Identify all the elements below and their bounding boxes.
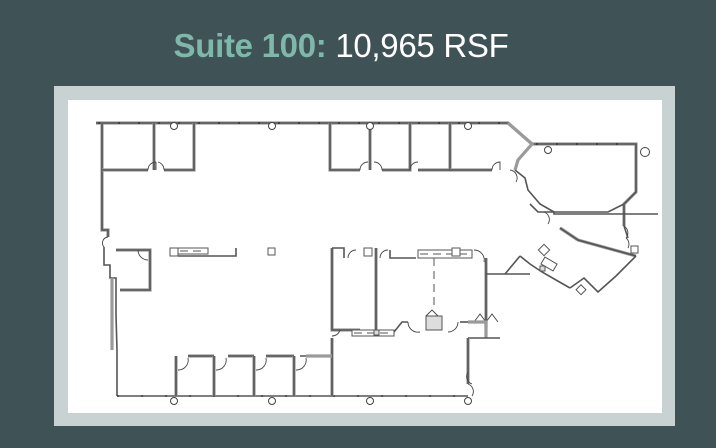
center-rooms xyxy=(330,247,508,397)
floor-plan-sheet xyxy=(68,100,662,413)
floor-plan-frame xyxy=(54,86,675,426)
bottom-offices xyxy=(174,354,332,396)
left-entry xyxy=(102,236,152,292)
floor-plan-drawing xyxy=(96,121,658,405)
top-offices xyxy=(102,123,518,183)
page-title: Suite 100: 10,965 RSF xyxy=(0,24,682,68)
exterior-walls xyxy=(96,121,658,397)
suite-label: Suite 100: xyxy=(173,27,327,64)
reception-counter xyxy=(169,247,276,257)
area-label: 10,965 RSF xyxy=(335,27,509,64)
right-wing-fixtures xyxy=(508,211,639,296)
columns xyxy=(170,122,650,405)
